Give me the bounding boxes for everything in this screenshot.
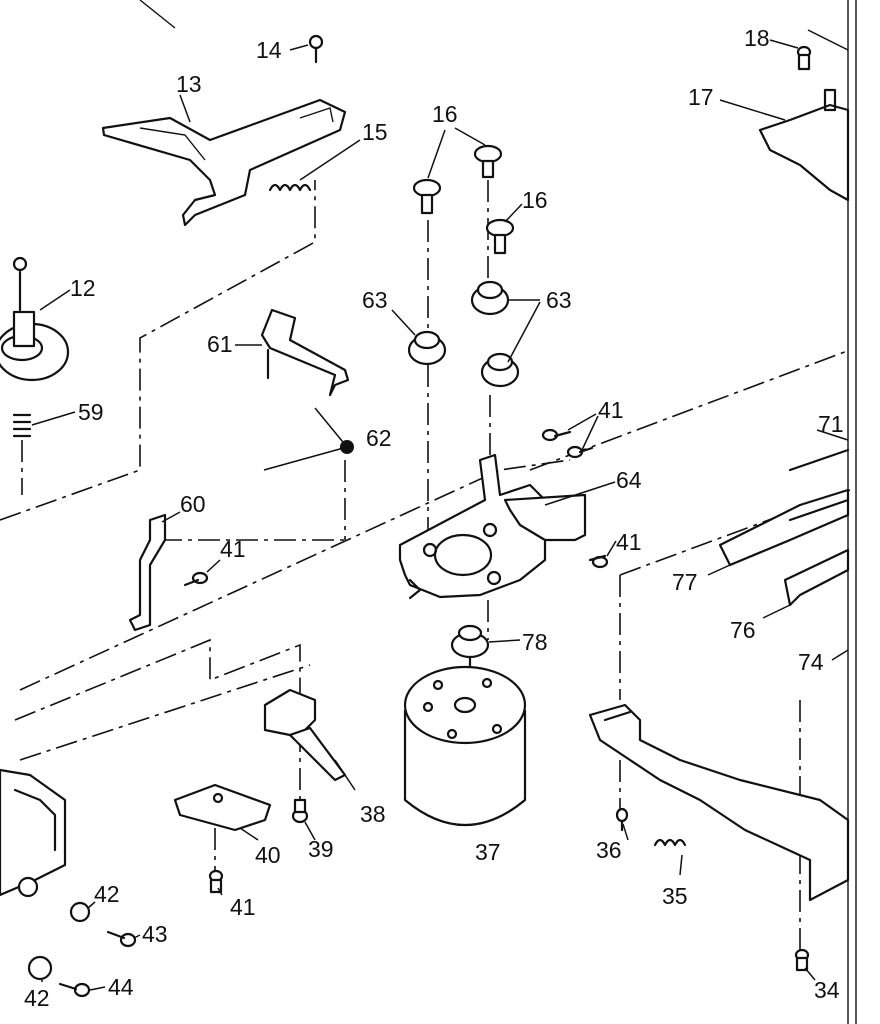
label-41-a: 41 xyxy=(598,397,624,423)
part-41-screws xyxy=(183,428,609,894)
part-40-plate xyxy=(173,783,272,832)
label-18: 18 xyxy=(744,25,770,51)
part-41-screw-b xyxy=(566,445,594,459)
label-59: 59 xyxy=(78,399,104,425)
label-77: 77 xyxy=(672,569,698,595)
part-59-spring xyxy=(12,413,32,438)
label-41-c: 41 xyxy=(616,529,642,555)
label-64: 64 xyxy=(616,467,642,493)
label-13: 13 xyxy=(176,71,202,97)
part-41-screw-d xyxy=(183,571,209,587)
part-63-grommet-c xyxy=(480,352,520,388)
label-41-d: 41 xyxy=(230,894,256,920)
part-41-screw-c xyxy=(588,554,609,569)
part-42-washer-a xyxy=(69,901,91,923)
label-43: 43 xyxy=(142,921,168,947)
part-36-pin xyxy=(615,807,629,832)
part-63-grommet-b xyxy=(470,280,510,316)
label-17: 17 xyxy=(688,84,714,110)
corner-line xyxy=(139,0,176,29)
part-64-motor-plate xyxy=(398,453,587,600)
part-34-screw xyxy=(794,948,810,972)
part-42-washer-b xyxy=(27,955,53,981)
label-42-a: 42 xyxy=(94,881,120,907)
part-74-base xyxy=(588,703,850,902)
label-14: 14 xyxy=(256,37,282,63)
label-62: 62 xyxy=(366,425,392,451)
label-44: 44 xyxy=(108,974,134,1000)
part-43-screw xyxy=(106,930,137,948)
label-60: 60 xyxy=(180,491,206,517)
part-13-lever xyxy=(101,98,347,227)
label-63-a: 63 xyxy=(362,287,388,313)
part-16-screw-c xyxy=(485,218,515,255)
part-44-screw xyxy=(58,982,91,998)
part-63-grommet-a xyxy=(407,330,447,366)
part-17-bracket xyxy=(758,88,850,202)
part-14-screw xyxy=(308,34,324,64)
label-39: 39 xyxy=(308,836,334,862)
label-74: 74 xyxy=(798,649,824,675)
label-41-b: 41 xyxy=(220,536,246,562)
part-76-slider xyxy=(783,548,850,607)
part-labels: 14 13 15 16 16 18 17 12 63 63 61 59 41 6… xyxy=(24,25,844,1011)
part-37-motor xyxy=(403,665,527,826)
label-42-b: 42 xyxy=(24,985,50,1011)
label-76: 76 xyxy=(730,617,756,643)
part-78-pulley xyxy=(450,624,490,692)
label-36: 36 xyxy=(596,837,622,863)
part-18-screw xyxy=(796,45,812,71)
part-16-screw-b xyxy=(473,144,503,179)
leader-lines xyxy=(31,29,849,991)
label-78: 78 xyxy=(522,629,548,655)
part-35-spring xyxy=(653,838,687,847)
part-41-screw-e xyxy=(208,869,224,894)
label-38: 38 xyxy=(360,801,386,827)
label-16-a: 16 xyxy=(432,101,458,127)
part-39-screw xyxy=(291,798,309,824)
part-71-rail xyxy=(788,448,850,522)
label-40: 40 xyxy=(255,842,281,868)
left-chassis xyxy=(0,768,67,898)
label-12: 12 xyxy=(70,275,96,301)
label-15: 15 xyxy=(362,119,388,145)
part-16-screw-a xyxy=(412,178,442,215)
part-41-screw-a xyxy=(541,428,572,442)
part-62-ball xyxy=(263,407,354,471)
label-37: 37 xyxy=(475,839,501,865)
part-61-bracket xyxy=(260,308,350,397)
label-71: 71 xyxy=(818,411,844,437)
label-63-b: 63 xyxy=(546,287,572,313)
label-35: 35 xyxy=(662,883,688,909)
label-34: 34 xyxy=(814,977,840,1003)
label-16-b: 16 xyxy=(522,187,548,213)
part-77-slider xyxy=(718,488,850,567)
part-38-switch xyxy=(263,688,347,782)
part-12-reel xyxy=(0,256,70,382)
part-15-spring xyxy=(268,183,312,192)
part-60-bracket xyxy=(128,513,167,632)
label-61: 61 xyxy=(207,331,233,357)
